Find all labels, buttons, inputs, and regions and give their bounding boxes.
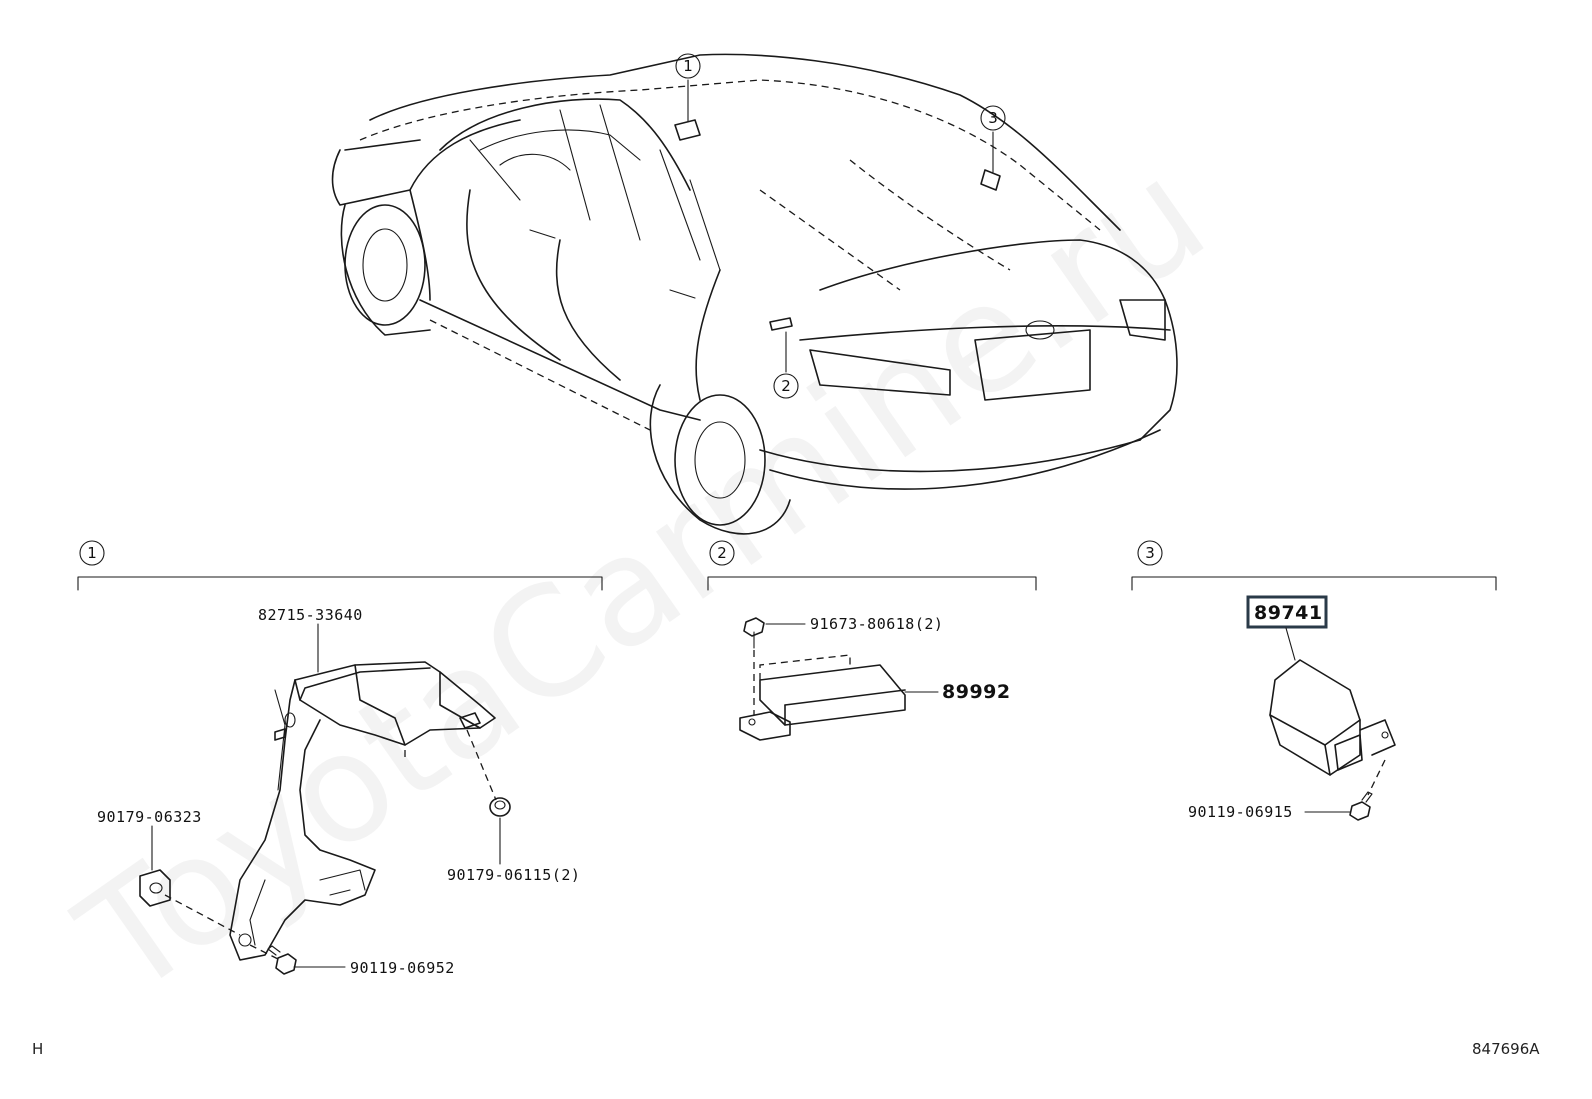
svg-text:1: 1 (683, 57, 693, 75)
clip-nut-icon (489, 797, 511, 817)
bolt-sec3-icon (1349, 791, 1373, 821)
callout-2-car: 2 (773, 373, 799, 399)
leader-nut (164, 894, 241, 936)
module-89992-icon (739, 654, 906, 741)
part-label-module-89741[interactable]: 89741 (1254, 602, 1323, 624)
part-label-bolt-sec2[interactable]: 91673-80618(2) (810, 615, 943, 633)
watermark-text: ToyotaCarmine.ru (50, 127, 1236, 1030)
module-89741-icon (1269, 659, 1396, 776)
leader-sec3-module (1285, 627, 1296, 661)
part-label-bolt-sec3[interactable]: 90119-06915 (1188, 803, 1293, 821)
leader-clip (466, 729, 497, 801)
part-label-bolt-left[interactable]: 90119-06952 (350, 959, 455, 977)
part-label-module-89992[interactable]: 89992 (942, 681, 1011, 703)
part-label-nut-left[interactable]: 90179-06323 (97, 808, 202, 826)
leader-bolt (249, 944, 281, 961)
section-1-header: 1 (77, 540, 603, 591)
bracket-assembly (229, 661, 496, 961)
section-3-header: 3 (1131, 540, 1497, 591)
part-label-clip-nut[interactable]: 90179-06115(2) (447, 866, 580, 884)
part-label-bracket[interactable]: 82715-33640 (258, 606, 363, 624)
section-2-header: 2 (707, 540, 1037, 591)
bolt-icon (267, 945, 297, 975)
diagram-id: 847696A (1472, 1040, 1540, 1058)
callout-1-car: 1 (675, 53, 701, 79)
cage-nut-icon (139, 869, 171, 907)
svg-text:2: 2 (781, 377, 791, 395)
highlight-box-89741 (1246, 595, 1328, 629)
footer-left-code: H (32, 1040, 44, 1058)
bolt-sec2-icon (743, 617, 765, 649)
leader-sec3-bolt-dash (1367, 759, 1386, 796)
svg-text:3: 3 (988, 109, 998, 127)
callout-3-car: 3 (980, 105, 1006, 131)
car-illustration (331, 53, 1178, 535)
svg-text:3: 3 (1145, 544, 1155, 562)
svg-text:1: 1 (87, 544, 97, 562)
svg-text:2: 2 (717, 544, 727, 562)
